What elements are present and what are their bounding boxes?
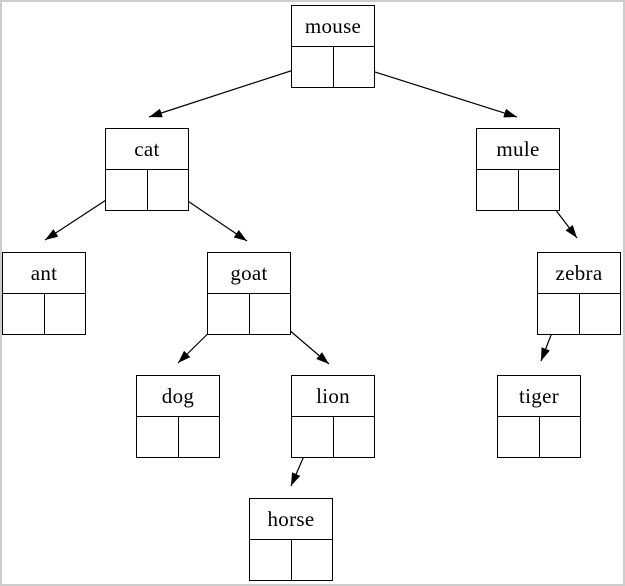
node-right-pointer-cell — [292, 540, 333, 580]
node-pointer-cells — [498, 417, 580, 457]
node-label: lion — [292, 376, 374, 417]
node-label: mouse — [292, 6, 374, 47]
node-label: zebra — [538, 253, 620, 294]
node-left-pointer-cell — [137, 417, 179, 457]
node-right-pointer-cell — [148, 170, 189, 210]
node-label: dog — [137, 376, 219, 417]
node-label: tiger — [498, 376, 580, 417]
node-pointer-cells — [292, 47, 374, 87]
node-pointer-cells — [106, 170, 188, 210]
node-left-pointer-cell — [538, 294, 580, 334]
node-pointer-cells — [208, 294, 290, 334]
node-left-pointer-cell — [250, 540, 292, 580]
edge-mouse-left-to-cat — [148, 63, 313, 118]
node-right-pointer-cell — [334, 47, 375, 87]
node-right-pointer-cell — [45, 294, 86, 334]
tree-node-mule: mule — [476, 128, 560, 211]
node-right-pointer-cell — [519, 170, 560, 210]
node-left-pointer-cell — [477, 170, 519, 210]
node-pointer-cells — [538, 294, 620, 334]
tree-node-cat: cat — [105, 128, 189, 211]
node-left-pointer-cell — [106, 170, 148, 210]
edge-mouse-right-to-mule — [352, 64, 518, 118]
node-pointer-cells — [250, 540, 332, 580]
tree-node-lion: lion — [291, 375, 375, 458]
tree-node-tiger: tiger — [497, 375, 581, 458]
node-label: ant — [3, 253, 85, 294]
node-label: goat — [208, 253, 290, 294]
tree-node-ant: ant — [2, 252, 86, 335]
tree-node-zebra: zebra — [537, 252, 621, 335]
node-pointer-cells — [477, 170, 559, 210]
node-right-pointer-cell — [334, 417, 375, 457]
node-label: cat — [106, 129, 188, 170]
node-right-pointer-cell — [580, 294, 621, 334]
tree-node-mouse: mouse — [291, 5, 375, 88]
node-label: horse — [250, 499, 332, 540]
node-pointer-cells — [137, 417, 219, 457]
node-right-pointer-cell — [179, 417, 220, 457]
node-pointer-cells — [292, 417, 374, 457]
node-right-pointer-cell — [540, 417, 581, 457]
node-left-pointer-cell — [3, 294, 45, 334]
node-right-pointer-cell — [250, 294, 291, 334]
node-pointer-cells — [3, 294, 85, 334]
tree-node-horse: horse — [249, 498, 333, 581]
node-left-pointer-cell — [292, 417, 334, 457]
tree-node-dog: dog — [136, 375, 220, 458]
node-left-pointer-cell — [498, 417, 540, 457]
node-label: mule — [477, 129, 559, 170]
tree-node-goat: goat — [207, 252, 291, 335]
node-left-pointer-cell — [208, 294, 250, 334]
node-left-pointer-cell — [292, 47, 334, 87]
